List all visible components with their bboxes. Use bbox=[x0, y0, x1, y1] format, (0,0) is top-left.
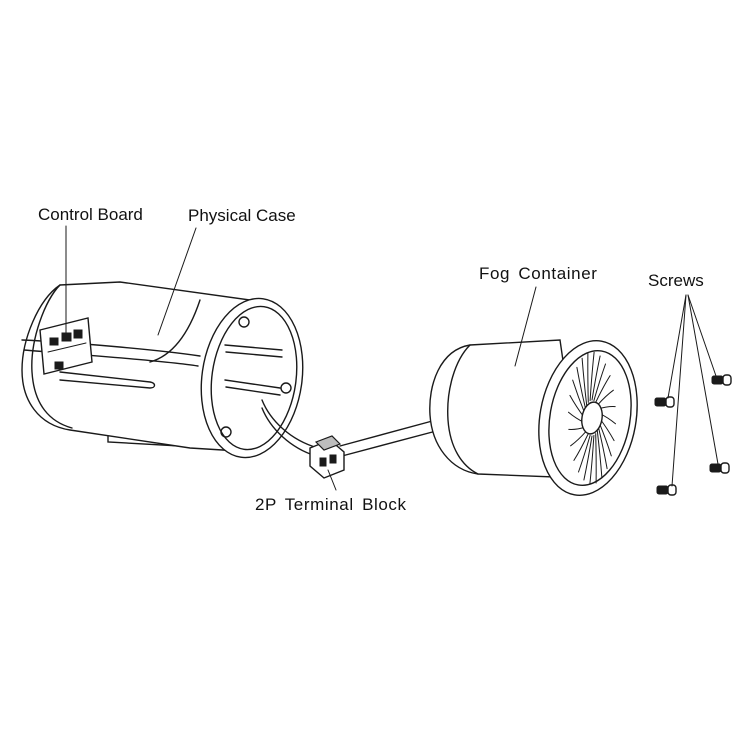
leader-screw-4 bbox=[672, 295, 686, 486]
terminal-slot-1 bbox=[320, 458, 326, 466]
label-terminal-block: 2P Terminal Block bbox=[255, 496, 407, 513]
label-physical-case: Physical Case bbox=[188, 207, 296, 224]
fog-container-drawing bbox=[430, 333, 649, 503]
screws-drawing bbox=[655, 375, 731, 495]
terminal-slot-2 bbox=[330, 455, 336, 463]
board-component-3 bbox=[74, 330, 82, 338]
screw-4 bbox=[657, 485, 676, 495]
board-component-4 bbox=[55, 362, 63, 369]
label-fog-container: Fog Container bbox=[479, 265, 598, 282]
wire-container-1 bbox=[340, 420, 436, 446]
screw-3 bbox=[710, 463, 729, 473]
board-component-1 bbox=[50, 338, 58, 345]
label-control-board: Control Board bbox=[38, 206, 143, 223]
screw-1 bbox=[655, 397, 674, 407]
terminal-block-drawing bbox=[310, 436, 344, 478]
screw-2 bbox=[712, 375, 731, 385]
label-screws: Screws bbox=[648, 272, 704, 289]
leader-screw-2 bbox=[688, 295, 716, 376]
leader-screw-1 bbox=[668, 295, 686, 398]
wire-container-2 bbox=[342, 430, 440, 456]
